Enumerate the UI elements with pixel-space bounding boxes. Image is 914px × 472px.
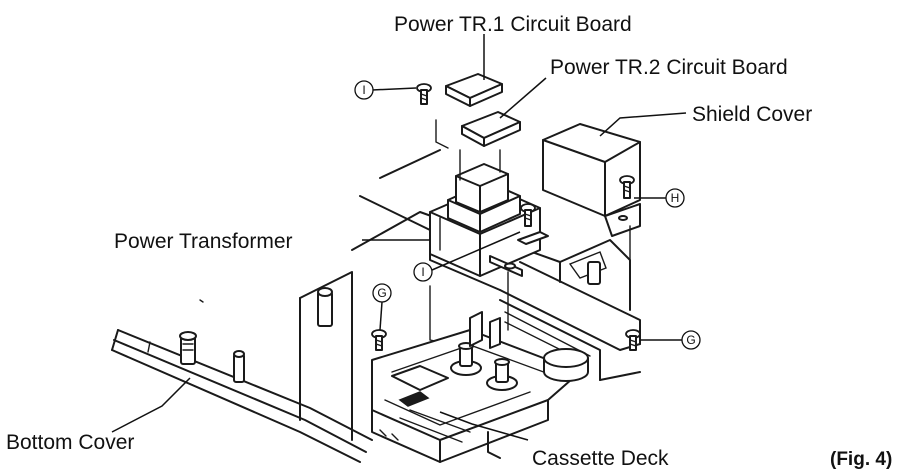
leader-screw-i-top [371,87,417,91]
label-power-tr1-board: Power TR.1 Circuit Board [394,13,632,36]
svg-text:G: G [377,286,386,300]
leader-screw-g-left [379,301,383,331]
leader-screw-i-mid [431,231,521,271]
label-cassette-deck: Cassette Deck [532,447,669,470]
screw-i-transformer [520,203,536,227]
leader-cassette-deck [439,411,529,441]
bottom-cover-part [111,299,373,463]
leader-bottom-cover [111,377,191,433]
svg-text:I: I [362,83,365,97]
screw-g-right [625,329,641,351]
leader-tr2-board [499,77,547,119]
shield-cover-part [542,123,641,301]
label-bottom-cover: Bottom Cover [6,431,134,454]
screw-g-left [371,329,387,351]
figure-reference: (Fig. 4) [830,449,892,470]
screw-mark-i-mid: I [413,262,433,282]
screw-mark-g-right: G [681,330,701,350]
power-tr2-board-part [461,111,521,147]
power-transformer-part [429,163,549,277]
label-power-tr2-board: Power TR.2 Circuit Board [550,56,788,79]
power-tr1-board-part [445,73,503,107]
screw-mark-g-left: G [372,283,392,303]
label-power-transformer: Power Transformer [114,230,293,253]
svg-text:H: H [671,191,680,205]
svg-text:I: I [421,265,424,279]
leader-shield-cover [599,112,687,137]
screw-i-top [416,83,432,105]
screw-h [619,175,635,199]
cassette-deck-part [371,311,589,463]
label-shield-cover: Shield Cover [692,103,812,126]
screw-mark-i-top: I [354,80,374,100]
svg-text:G: G [686,333,695,347]
screw-mark-h: H [665,188,685,208]
